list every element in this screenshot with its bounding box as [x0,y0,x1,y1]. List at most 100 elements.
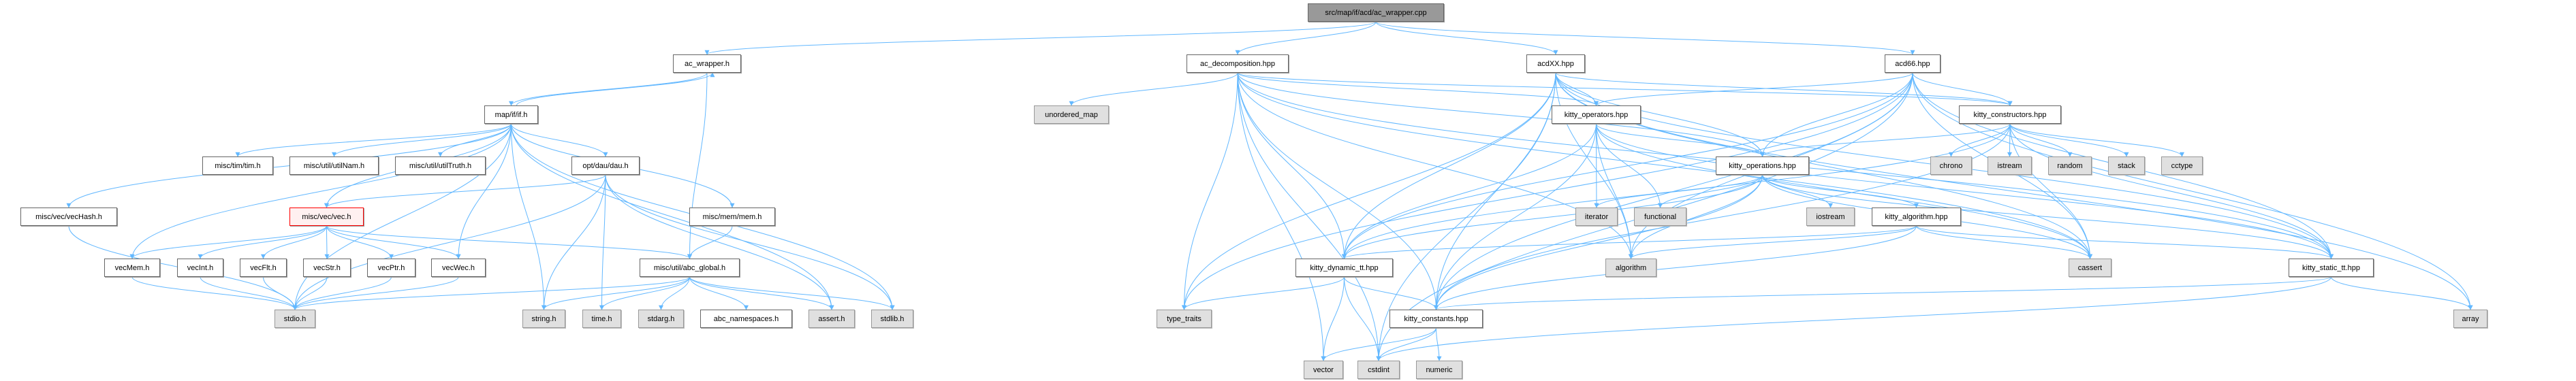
node-kitty-algorithm-hpp[interactable]: kitty_algorithm.hpp [1872,208,1961,226]
node-vecFlt-h[interactable]: vecFlt.h [240,259,287,277]
node-cctype: cctype [2161,156,2203,175]
node-iterator: iterator [1575,208,1618,226]
edge-vec_h-to-vecWec_h [326,225,461,259]
edge-acdXX_hpp-to-type_traits [1182,72,1556,310]
edge-acdXX_hpp-to-cstdint [1376,72,1556,361]
node-functional: functional [1634,208,1686,226]
edge-kitty_operations_hpp-to-kitty_dynamic_tt_hpp [1342,174,1763,259]
node-ac-decomposition-hpp[interactable]: ac_decomposition.hpp [1187,54,1289,73]
node-array: array [2453,310,2487,328]
edge-ac_decomposition_hpp-to-kitty_constructors_hpp [1237,72,2013,106]
edge-if_h-to-tim_h [235,123,512,157]
node-time-h: time.h [582,310,621,328]
edge-acd66_hpp-to-kitty_operators_hpp [1594,72,1913,106]
edge-kitty_operations_hpp-to-iostream [1762,174,1833,208]
edge-if_h-to-ac_wrapper_h [516,72,715,106]
node-vecWec-h[interactable]: vecWec.h [431,259,486,277]
node-stdlib-h: stdlib.h [871,310,913,328]
edge-ac_decomposition_hpp-to-kitty_constants_hpp [1237,72,1439,310]
node-kitty-constants-hpp[interactable]: kitty_constants.hpp [1389,310,1483,328]
edge-kitty_constructors_hpp-to-stack [2009,123,2129,157]
node-utilNam-h[interactable]: misc/util/utilNam.h [289,156,379,175]
node-tim-h[interactable]: misc/tim/tim.h [202,156,273,175]
edge-ac_decomposition_hpp-to-kitty_operations_hpp [1237,72,1765,157]
node-vecInt-h[interactable]: vecInt.h [177,259,223,277]
edge-acdXX_hpp-to-kitty_constructors_hpp [1555,72,2013,106]
node-utilTruth-h[interactable]: misc/util/utilTruth.h [395,156,486,175]
edge-vec_h-to-vecFlt_h [261,225,327,259]
edge-ac_wrapper_h-to-abc_global_h [687,72,708,259]
edge-kitty_operations_hpp-to-kitty_static_tt_hpp [1762,174,2334,259]
edge-root-to-acd66_hpp [1375,21,1915,55]
node-abc-namespaces-h[interactable]: abc_namespaces.h [700,310,792,328]
edge-abc_global_h-to-abc_namespaces_h [689,276,749,310]
edge-ac_decomposition_hpp-to-kitty_dynamic_tt_hpp [1237,72,1347,259]
edge-vec_h-to-abc_global_h [326,225,692,259]
node-root[interactable]: src/map/if/acd/ac_wrapper.cpp [1308,3,1444,22]
node-stack: stack [2108,156,2145,175]
node-iostream: iostream [1806,208,1855,226]
edge-kitty_constants_hpp-to-vector [1321,327,1436,361]
edge-abc_global_h-to-stdio_h [292,276,690,310]
edge-vecWec_h-to-stdio_h [292,276,459,310]
node-vec-h[interactable]: misc/vec/vec.h [289,208,364,226]
node-kitty-constructors-hpp[interactable]: kitty_constructors.hpp [1959,105,2061,124]
edge-dau_h-to-time_h [599,174,606,310]
edge-kitty_operations_hpp-to-kitty_algorithm_hpp [1762,174,1919,208]
node-assert-h: assert.h [808,310,855,328]
node-stdarg-h: stdarg.h [638,310,684,328]
edge-kitty_constructors_hpp-to-kitty_static_tt_hpp [2009,123,2334,259]
node-vector: vector [1304,361,1343,379]
edge-kitty_operations_hpp-to-kitty_constants_hpp [1434,174,1763,310]
node-random: random [2048,156,2092,175]
edge-if_h-to-string_h [511,123,546,310]
node-cstdint: cstdint [1357,361,1400,379]
node-ac-wrapper-h[interactable]: ac_wrapper.h [673,54,741,73]
node-vecStr-h[interactable]: vecStr.h [303,259,351,277]
node-istream: istream [1988,156,2032,175]
edge-kitty_operators_hpp-to-kitty_dynamic_tt_hpp [1342,123,1597,259]
edge-ac_decomposition_hpp-to-kitty_operators_hpp [1237,72,1599,106]
edge-kitty_operators_hpp-to-kitty_static_tt_hpp [1596,123,2334,259]
node-kitty-operations-hpp[interactable]: kitty_operations.hpp [1716,156,1809,175]
edge-ac_decomposition_hpp-to-unordered_map [1069,72,1238,106]
node-dau-h[interactable]: opt/dau/dau.h [571,156,640,175]
edge-kitty_dynamic_tt_hpp-to-vector [1321,276,1345,361]
edge-if_h-to-utilTruth_h [438,123,512,157]
node-kitty-static-tt-hpp[interactable]: kitty_static_tt.hpp [2289,259,2374,277]
node-vecMem-h[interactable]: vecMem.h [104,259,160,277]
edge-root-to-ac_decomposition_hpp [1235,21,1377,55]
node-acd66-hpp[interactable]: acd66.hpp [1885,54,1941,73]
edge-dau_h-to-assert_h [605,174,834,310]
edge-vec_h-to-vecPtr_h [326,225,394,259]
node-mem-h[interactable]: misc/mem/mem.h [689,208,775,226]
edge-kitty_algorithm_hpp-to-kitty_dynamic_tt_hpp [1342,225,1917,259]
edge-kitty_constructors_hpp-to-random [2009,123,2073,157]
edge-kitty_constructors_hpp-to-cassert [2009,123,2092,259]
edge-acd66_hpp-to-kitty_constructors_hpp [1912,72,2013,106]
node-acdXX-hpp[interactable]: acdXX.hpp [1526,54,1585,73]
node-if-h[interactable]: map/if/if.h [484,105,538,124]
edge-kitty_operations_hpp-to-functional [1658,174,1763,208]
node-unordered-map: unordered_map [1034,105,1109,124]
edge-dau_h-to-stdio_h [292,174,606,310]
edge-ac_decomposition_hpp-to-type_traits [1182,72,1238,310]
node-kitty-dynamic-tt-hpp[interactable]: kitty_dynamic_tt.hpp [1295,259,1393,277]
node-abc-global-h[interactable]: misc/util/abc_global.h [640,259,740,277]
edge-kitty_algorithm_hpp-to-kitty_static_tt_hpp [1916,225,2334,259]
edge-ac_decomposition_hpp-to-cstdint [1237,72,1381,361]
edge-dau_h-to-vec_h [324,174,606,208]
edge-kitty_dynamic_tt_hpp-to-type_traits [1182,276,1345,310]
edge-kitty_static_tt_hpp-to-cstdint [1376,276,2331,361]
node-vecHash-h[interactable]: misc/vec/vecHash.h [20,208,117,226]
edge-abc_global_h-to-assert_h [689,276,834,310]
edge-kitty_operations_hpp-to-iterator [1594,174,1763,208]
edge-abc_global_h-to-string_h [541,276,690,310]
edge-if_h-to-utilNam_h [332,123,512,157]
node-kitty-operators-hpp[interactable]: kitty_operators.hpp [1552,105,1641,124]
edge-kitty_constants_hpp-to-numeric [1436,327,1442,361]
node-vecPtr-h[interactable]: vecPtr.h [367,259,415,277]
node-type-traits: type_traits [1157,310,1212,328]
node-algorithm: algorithm [1605,259,1656,277]
